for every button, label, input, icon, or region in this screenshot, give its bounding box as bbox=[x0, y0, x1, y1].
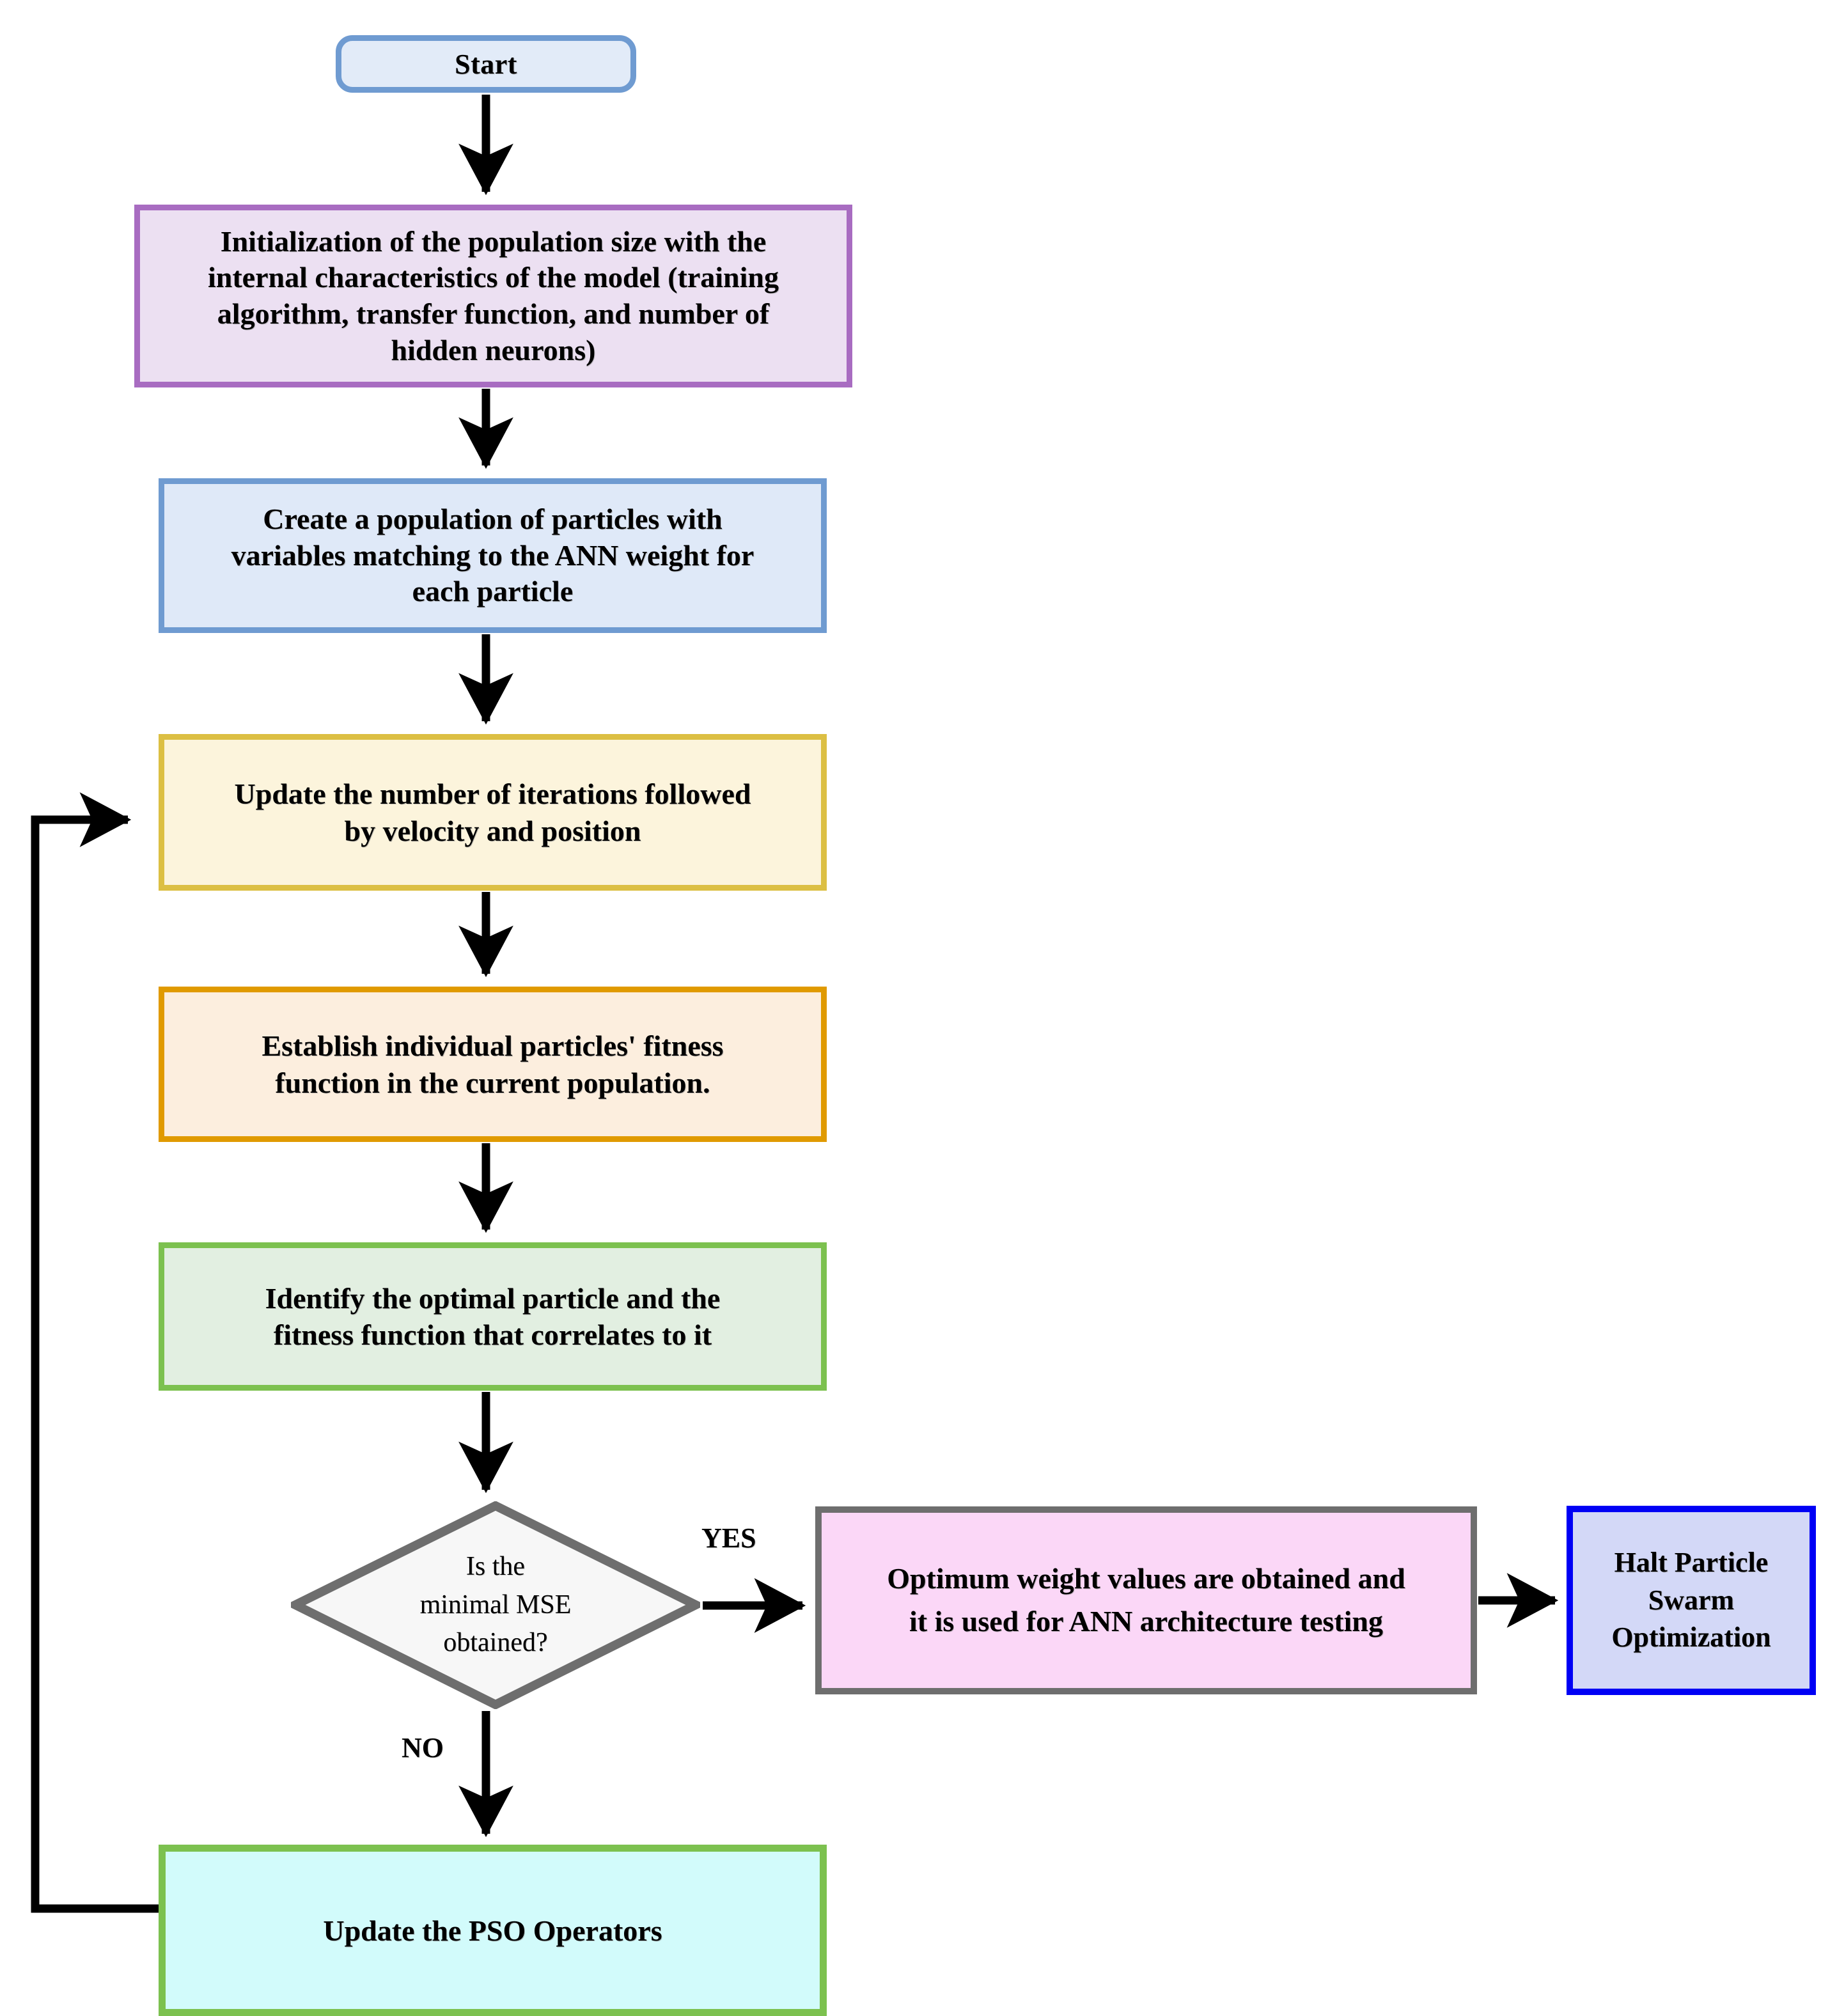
node-start[interactable]: Start bbox=[336, 35, 636, 93]
node-halt-pso[interactable]: Halt Particle Swarm Optimization bbox=[1567, 1506, 1816, 1695]
diamond-shape bbox=[291, 1501, 700, 1709]
node-update-iterations-label: Update the number of iterations followed… bbox=[234, 777, 751, 847]
node-optimum-weight-label: Optimum weight values are obtained and i… bbox=[887, 1562, 1405, 1637]
node-decision-label: Is the minimal MSE obtained? bbox=[419, 1552, 572, 1658]
node-optimum-weight[interactable]: Optimum weight values are obtained and i… bbox=[815, 1506, 1477, 1694]
node-start-label: Start bbox=[455, 48, 517, 80]
edge-label-no: NO bbox=[402, 1732, 444, 1763]
arrow-feedback-loop-to-update bbox=[31, 792, 159, 1913]
node-create-population[interactable]: Create a population of particles with va… bbox=[159, 478, 827, 633]
edge-label-yes: YES bbox=[701, 1522, 756, 1554]
node-identify-optimal[interactable]: Identify the optimal particle and the fi… bbox=[159, 1242, 827, 1391]
node-establish-fitness-label: Establish individual particles' fitness … bbox=[262, 1029, 724, 1099]
node-decision-minimal-mse[interactable]: Is the minimal MSE obtained? bbox=[291, 1501, 700, 1709]
node-initialization[interactable]: Initialization of the population size wi… bbox=[134, 205, 852, 387]
node-halt-pso-label: Halt Particle Swarm Optimization bbox=[1611, 1547, 1771, 1653]
node-update-iterations[interactable]: Update the number of iterations followed… bbox=[159, 734, 827, 891]
node-identify-optimal-label: Identify the optimal particle and the fi… bbox=[265, 1281, 721, 1352]
node-establish-fitness[interactable]: Establish individual particles' fitness … bbox=[159, 987, 827, 1142]
node-update-pso-operators-label: Update the PSO Operators bbox=[323, 1914, 662, 1947]
node-update-pso-operators[interactable]: Update the PSO Operators bbox=[159, 1845, 827, 2016]
node-create-population-label: Create a population of particles with va… bbox=[231, 503, 754, 608]
node-initialization-label: Initialization of the population size wi… bbox=[208, 224, 779, 366]
